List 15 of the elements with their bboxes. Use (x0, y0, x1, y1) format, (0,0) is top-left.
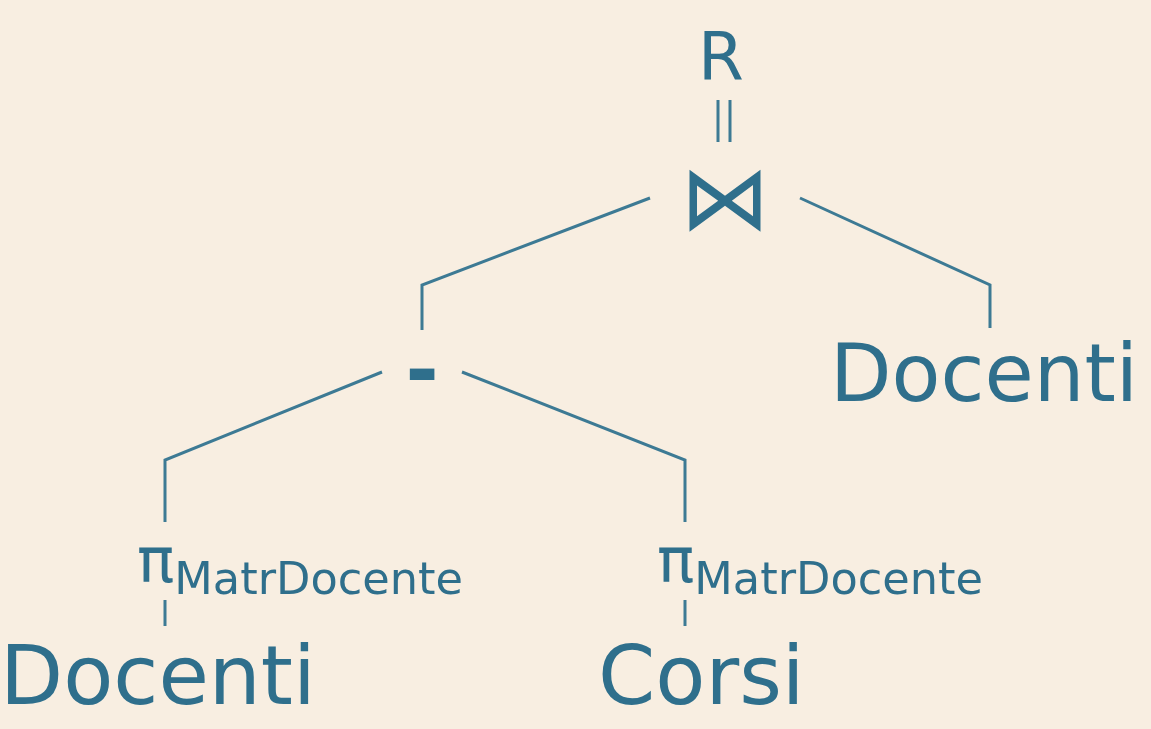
tree-branch (163, 370, 383, 522)
tree-branch (799, 196, 992, 328)
join-operator: ⋈ (680, 150, 770, 245)
difference-operator: - (405, 330, 439, 410)
relation-label: Docenti (0, 627, 316, 725)
tree-branch (461, 370, 687, 522)
relation-label: Corsi (598, 627, 805, 725)
tree-branch (683, 600, 687, 626)
tree-branch (420, 196, 651, 330)
projection-operator: π$_{MatrDocente}$ (137, 523, 463, 608)
relation-label: R (698, 22, 744, 92)
equals-connector (716, 98, 732, 144)
projection-operator: π$_{MatrDocente}$ (657, 523, 983, 608)
relation-label: Docenti (830, 328, 1139, 420)
tree-branch (163, 600, 167, 626)
